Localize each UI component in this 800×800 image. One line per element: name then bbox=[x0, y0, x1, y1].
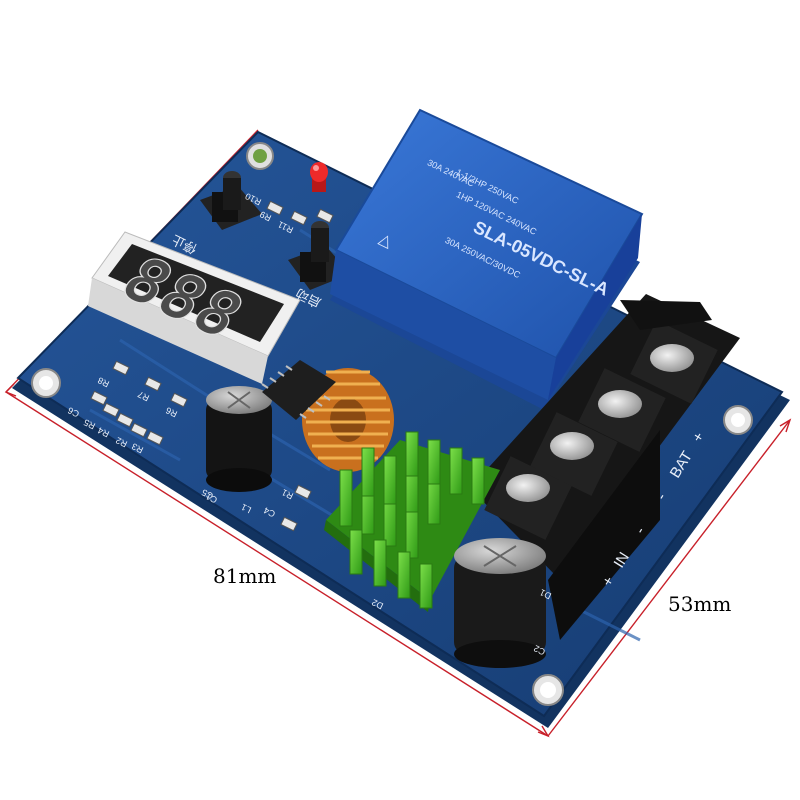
mounting-hole-right bbox=[723, 405, 753, 435]
dimension-label-height: 53mm bbox=[668, 592, 732, 616]
silk-r3: R3 bbox=[130, 441, 145, 455]
terminal-block bbox=[470, 294, 740, 640]
terminal-screw-4 bbox=[484, 456, 572, 540]
mounting-hole-left bbox=[31, 368, 61, 398]
silk-c6: C6 bbox=[66, 405, 81, 419]
silk-c4: C4 bbox=[262, 505, 277, 519]
ic-chip bbox=[261, 360, 336, 420]
toroid-inductor bbox=[302, 368, 394, 472]
mounting-hole-bottom bbox=[532, 674, 564, 706]
silk-r5: R5 bbox=[82, 417, 97, 431]
dimension-label-width: 81mm bbox=[213, 564, 277, 588]
stop-button bbox=[200, 171, 262, 230]
silk-d2: D2 bbox=[370, 597, 385, 611]
smd-resistors bbox=[90, 200, 334, 532]
seven-segment-display: 888 bbox=[88, 231, 301, 384]
dimension-line-height bbox=[547, 418, 792, 737]
terminal-screw-2 bbox=[578, 368, 666, 452]
mounting-hole-top bbox=[246, 142, 274, 170]
silk-d1: D1 bbox=[538, 587, 553, 601]
silk-c5: C5 bbox=[200, 487, 215, 501]
led-indicator bbox=[310, 162, 328, 192]
silk-r4: R4 bbox=[96, 425, 111, 439]
silk-r6: R6 bbox=[164, 405, 179, 419]
relay: SLA-05VDC-SL-A 30A 250VAC/30VDC 1HP 120V… bbox=[330, 108, 644, 410]
silk-r2: R2 bbox=[114, 435, 129, 449]
silk-r7: R7 bbox=[136, 389, 151, 403]
silk-c1: C1 bbox=[204, 491, 219, 505]
silk-r1: R1 bbox=[280, 487, 295, 501]
capacitor-c2 bbox=[454, 538, 546, 668]
silk-c2: C2 bbox=[532, 643, 547, 657]
silk-r9: R9 bbox=[258, 209, 273, 223]
heatsink bbox=[324, 431, 500, 612]
terminal-screw-1 bbox=[630, 320, 718, 404]
silk-l1: L1 bbox=[239, 502, 252, 515]
silk-r8: R8 bbox=[96, 375, 111, 389]
capacitor-c1 bbox=[206, 386, 272, 492]
terminal-screw-3 bbox=[530, 412, 618, 496]
